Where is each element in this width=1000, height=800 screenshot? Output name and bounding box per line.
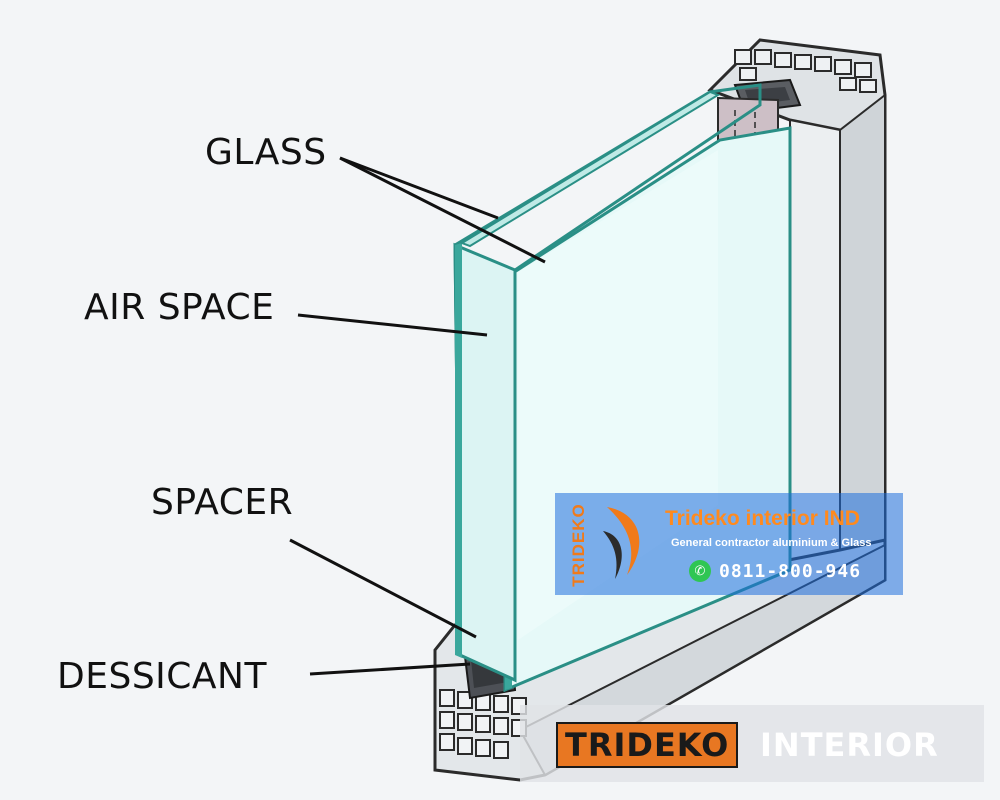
watermark-title: Trideko interior IND — [665, 507, 860, 530]
dessicant-leader-line — [309, 662, 471, 676]
dessicant-label: DESSICANT — [57, 656, 267, 697]
glass-panes — [453, 83, 792, 693]
glass-label: GLASS — [205, 132, 327, 173]
whatsapp-icon: ✆ — [689, 560, 711, 582]
spacer-leader-line — [289, 538, 477, 639]
spacer-label: SPACER — [151, 482, 294, 523]
watermark-logo: TRIDEKO — [563, 501, 595, 587]
watermark-subtitle: General contractor aluminium & Glass — [671, 537, 872, 549]
air-space-leader-line — [297, 313, 488, 337]
glass-leader-line-2 — [339, 156, 546, 264]
watermark-phone: 0811-800-946 — [719, 560, 862, 582]
swirl-logo-icon — [603, 507, 640, 579]
watermark-vertical-brand: TRIDEKO — [569, 503, 588, 587]
watermark-phone-row: ✆ 0811-800-946 — [689, 559, 861, 583]
glass-leader-line-1 — [339, 156, 499, 220]
brand-logo-box: TRIDEKO — [556, 722, 739, 768]
watermark-banner: TRIDEKO Trideko interior IND General con… — [555, 493, 903, 595]
air-space-label: AIR SPACE — [84, 287, 275, 328]
brand-logo-word: INTERIOR — [760, 726, 939, 764]
window-frame — [707, 38, 887, 562]
leader-lines — [289, 156, 546, 676]
